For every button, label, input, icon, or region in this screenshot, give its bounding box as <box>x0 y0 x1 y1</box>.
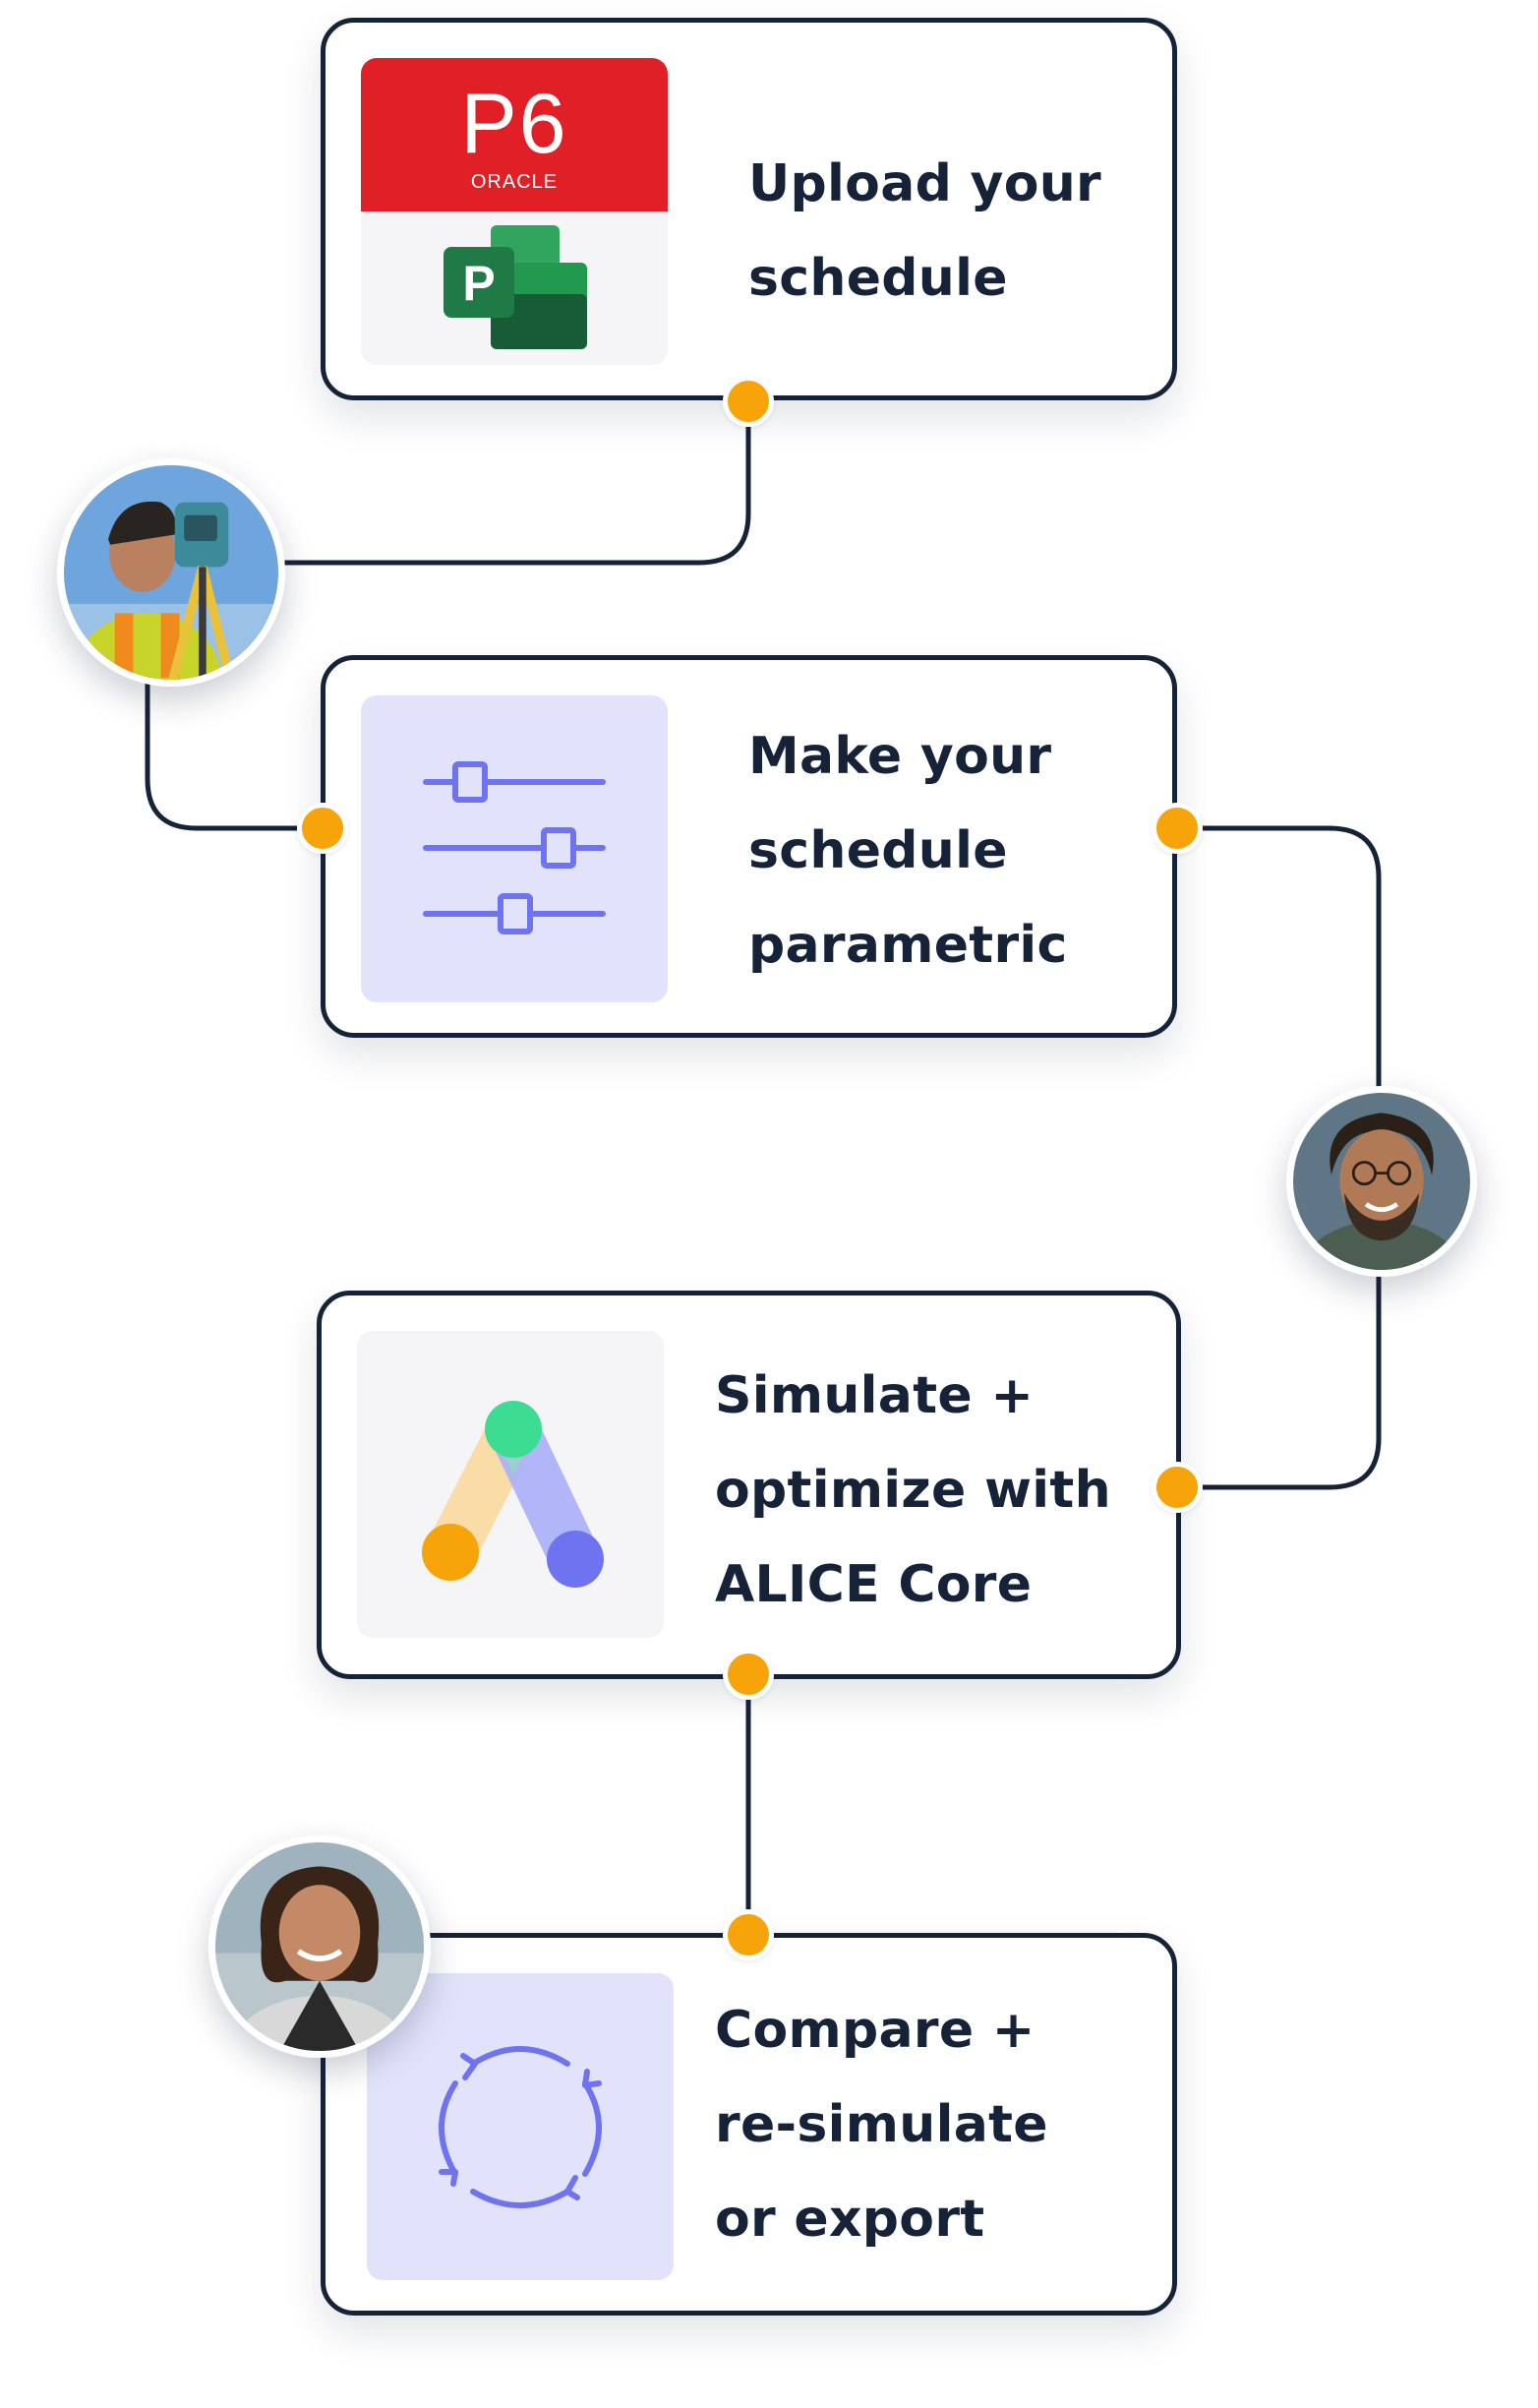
step-title: Make your schedule parametric <box>748 727 1068 975</box>
connector-node <box>1152 1462 1203 1513</box>
step-card-parametric: Make your schedule parametric <box>321 655 1177 1038</box>
refresh-cycle-icon <box>367 1973 674 2280</box>
woman-photo <box>215 1842 424 2051</box>
alice-logo-icon <box>357 1331 664 1638</box>
p6-logo-banner: P6 ORACLE <box>361 58 668 211</box>
ms-project-icon: P <box>444 225 587 349</box>
connector-node <box>723 376 774 427</box>
oracle-logo-text: ORACLE <box>470 171 559 193</box>
alice-logo-glyph <box>422 1401 604 1588</box>
sliders-icon <box>361 695 668 1002</box>
ms-project-letter: P <box>462 256 495 311</box>
woman-avatar <box>208 1836 431 2058</box>
step-title: Simulate + optimize with ALICE Core <box>715 1366 1111 1614</box>
surveyor-avatar <box>57 458 285 687</box>
step-title: Compare + re-simulate or export <box>715 2001 1048 2249</box>
bearded-man-avatar <box>1286 1086 1477 1277</box>
step-card-simulate: Simulate + optimize with ALICE Core <box>317 1291 1181 1679</box>
step-card-compare: Compare + re-simulate or export <box>321 1933 1177 2316</box>
step-title: Upload your schedule <box>748 154 1101 308</box>
connector-node <box>1152 803 1203 854</box>
p6-oracle-ms-project-icon: P6 ORACLE P <box>361 58 668 365</box>
refresh-cycle-glyph <box>439 2046 602 2208</box>
connector-node <box>723 1909 774 1960</box>
p6-logo-text: P6 <box>460 77 568 171</box>
connector-node <box>723 1649 774 1700</box>
surveyor-photo <box>64 465 278 680</box>
sliders-glyph <box>423 761 606 934</box>
bearded-man-photo <box>1293 1093 1470 1270</box>
step-card-upload: P6 ORACLE P Upload your schedule <box>321 18 1177 400</box>
connector-node <box>297 803 348 854</box>
